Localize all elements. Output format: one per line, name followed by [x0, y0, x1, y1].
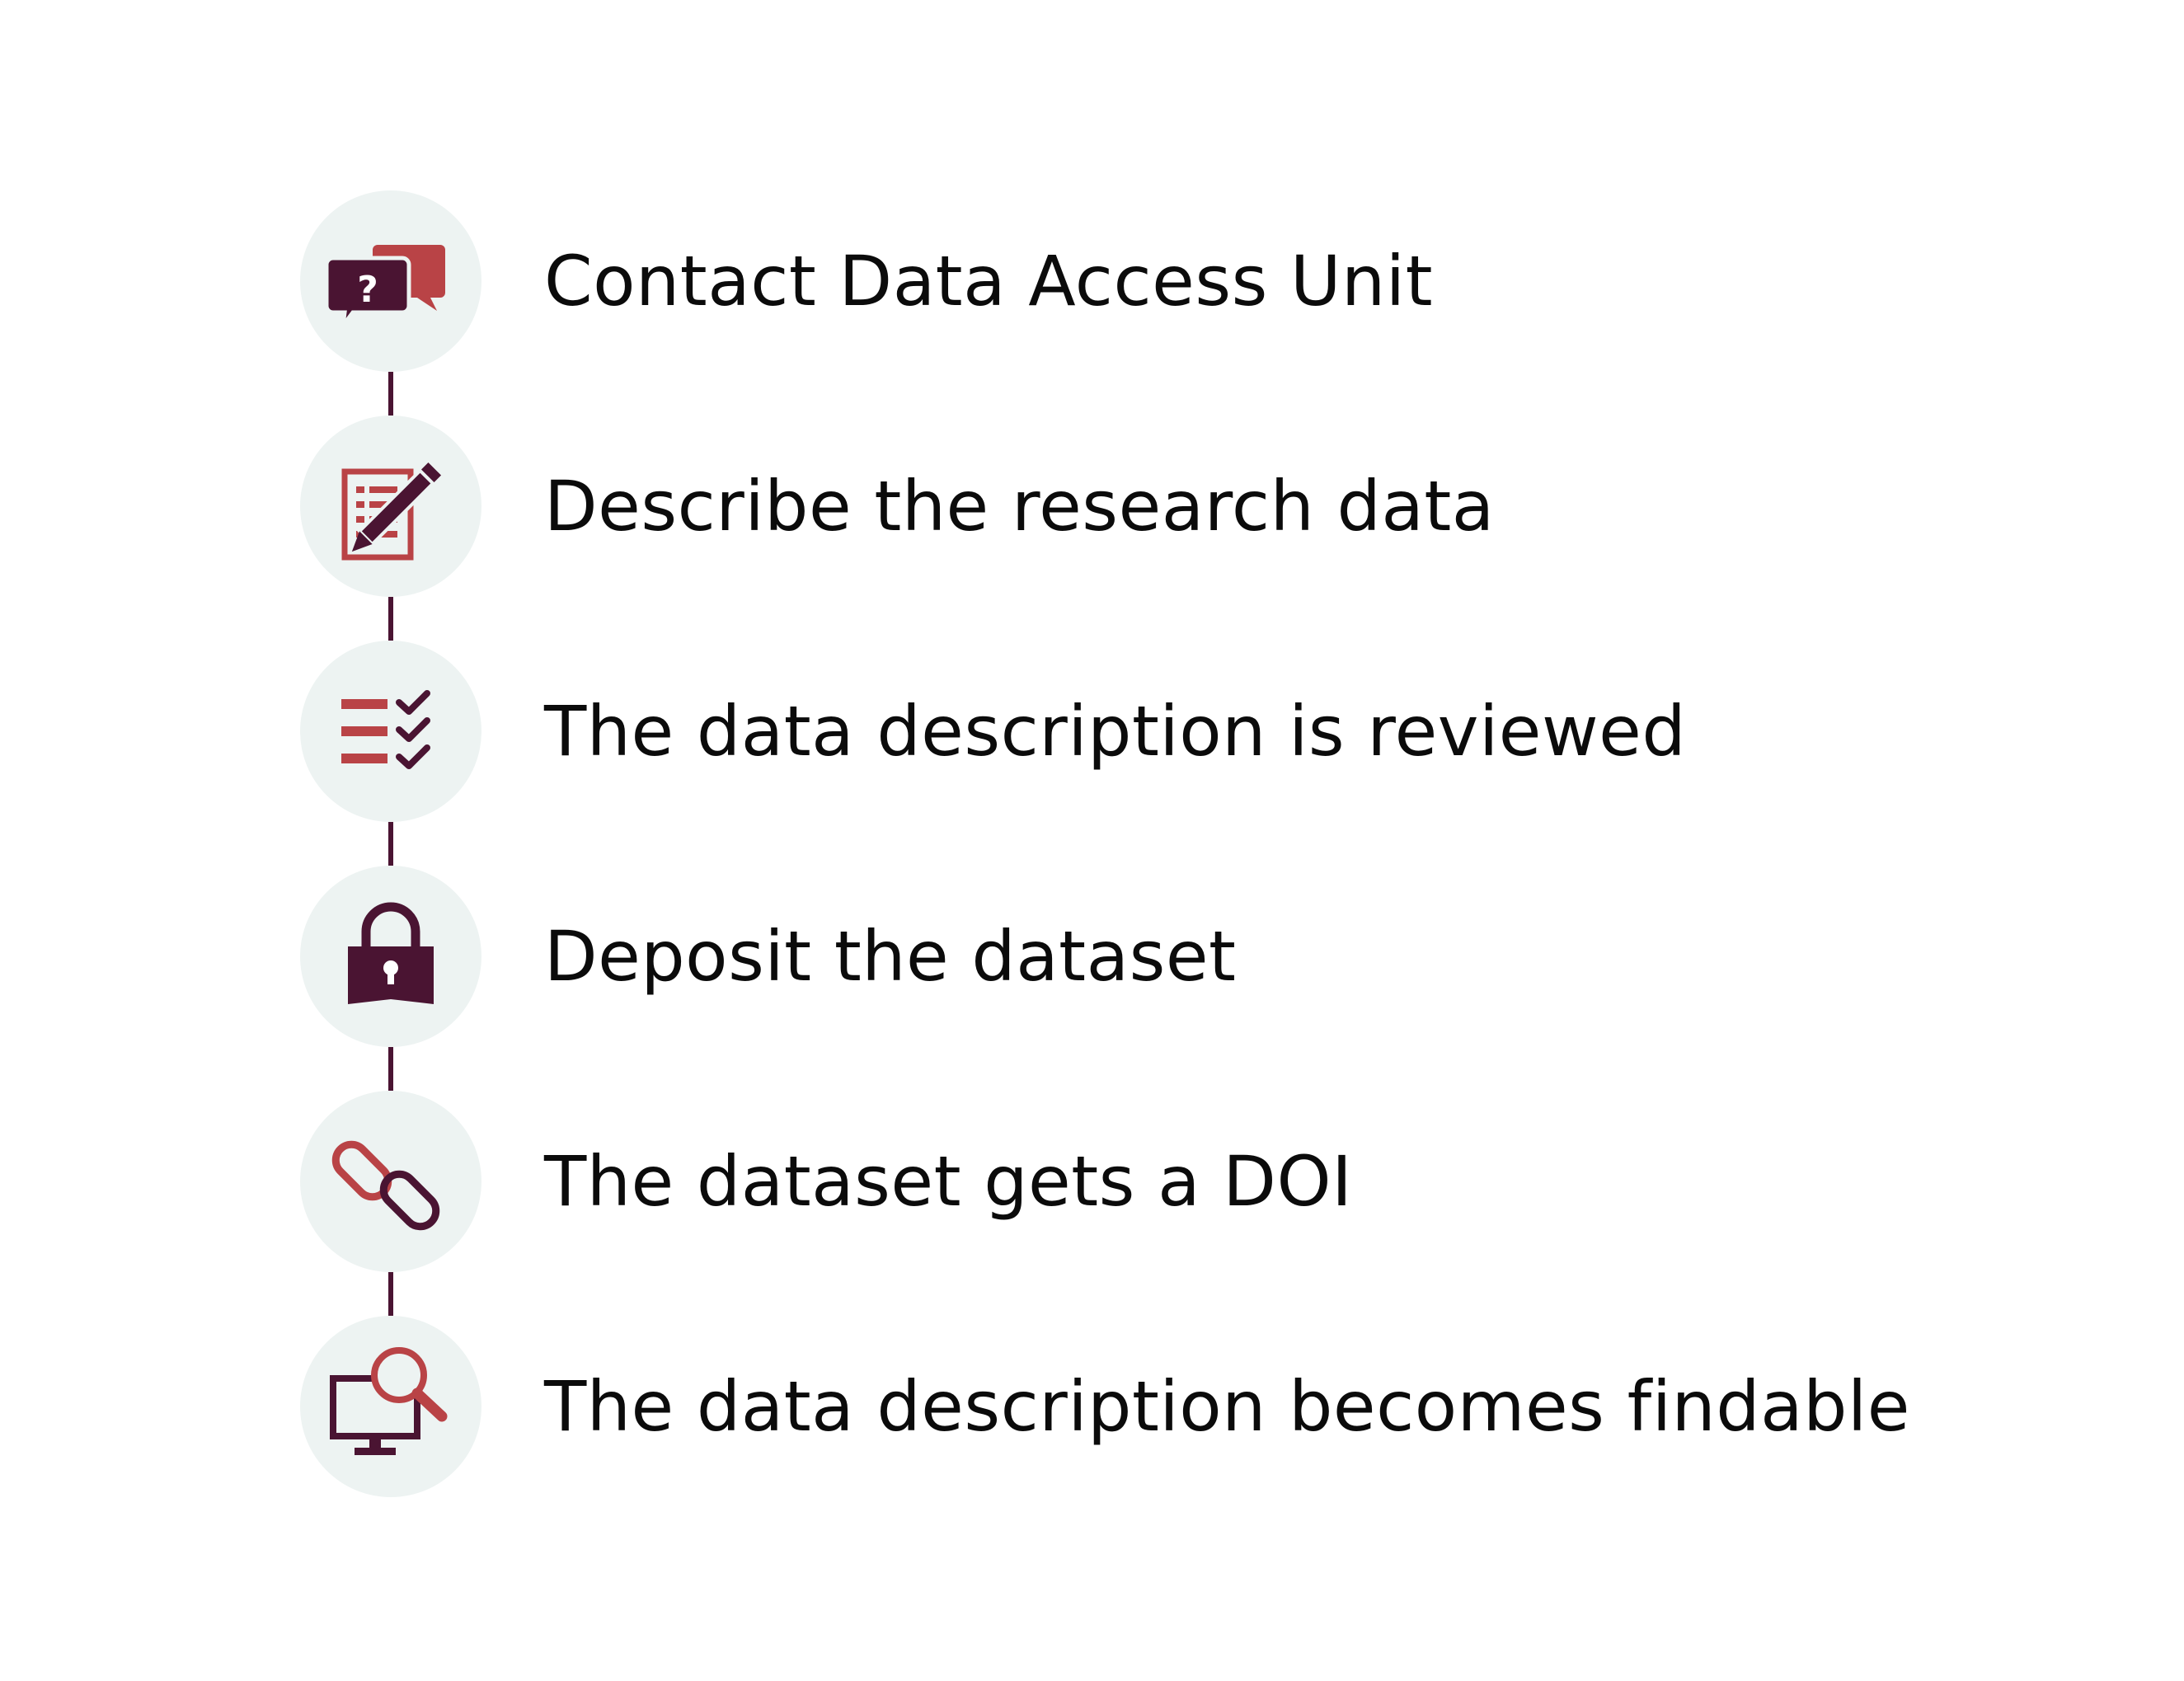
- step-label: Contact Data Access Unit: [544, 241, 1434, 322]
- step-deposit: Deposit the dataset: [300, 866, 2114, 1047]
- svg-text:?: ?: [357, 269, 378, 311]
- step-review: The data description is reviewed: [300, 641, 2114, 822]
- step-label: The dataset gets a DOI: [544, 1141, 1353, 1222]
- step-connector: [388, 1047, 393, 1091]
- padlock-icon: [300, 866, 481, 1047]
- chat-question-icon: ?: [300, 190, 481, 372]
- step-label: The data description becomes findable: [544, 1366, 1910, 1447]
- step-label: The data description is reviewed: [544, 691, 1687, 772]
- monitor-search-icon: [300, 1316, 481, 1497]
- step-describe: Describe the research data: [300, 416, 2114, 597]
- step-connector: [388, 1272, 393, 1316]
- step-label: Deposit the dataset: [544, 916, 1237, 997]
- chain-link-icon: [300, 1091, 481, 1272]
- checklist-icon: [300, 641, 481, 822]
- step-connector: [388, 822, 393, 866]
- form-pencil-icon: [300, 416, 481, 597]
- step-connector: [388, 372, 393, 416]
- step-contact: ? Contact Data Access Unit: [300, 190, 2114, 372]
- step-doi: The dataset gets a DOI: [300, 1091, 2114, 1272]
- step-findable: The data description becomes findable: [300, 1316, 2114, 1497]
- step-connector: [388, 597, 393, 641]
- step-label: Describe the research data: [544, 466, 1495, 547]
